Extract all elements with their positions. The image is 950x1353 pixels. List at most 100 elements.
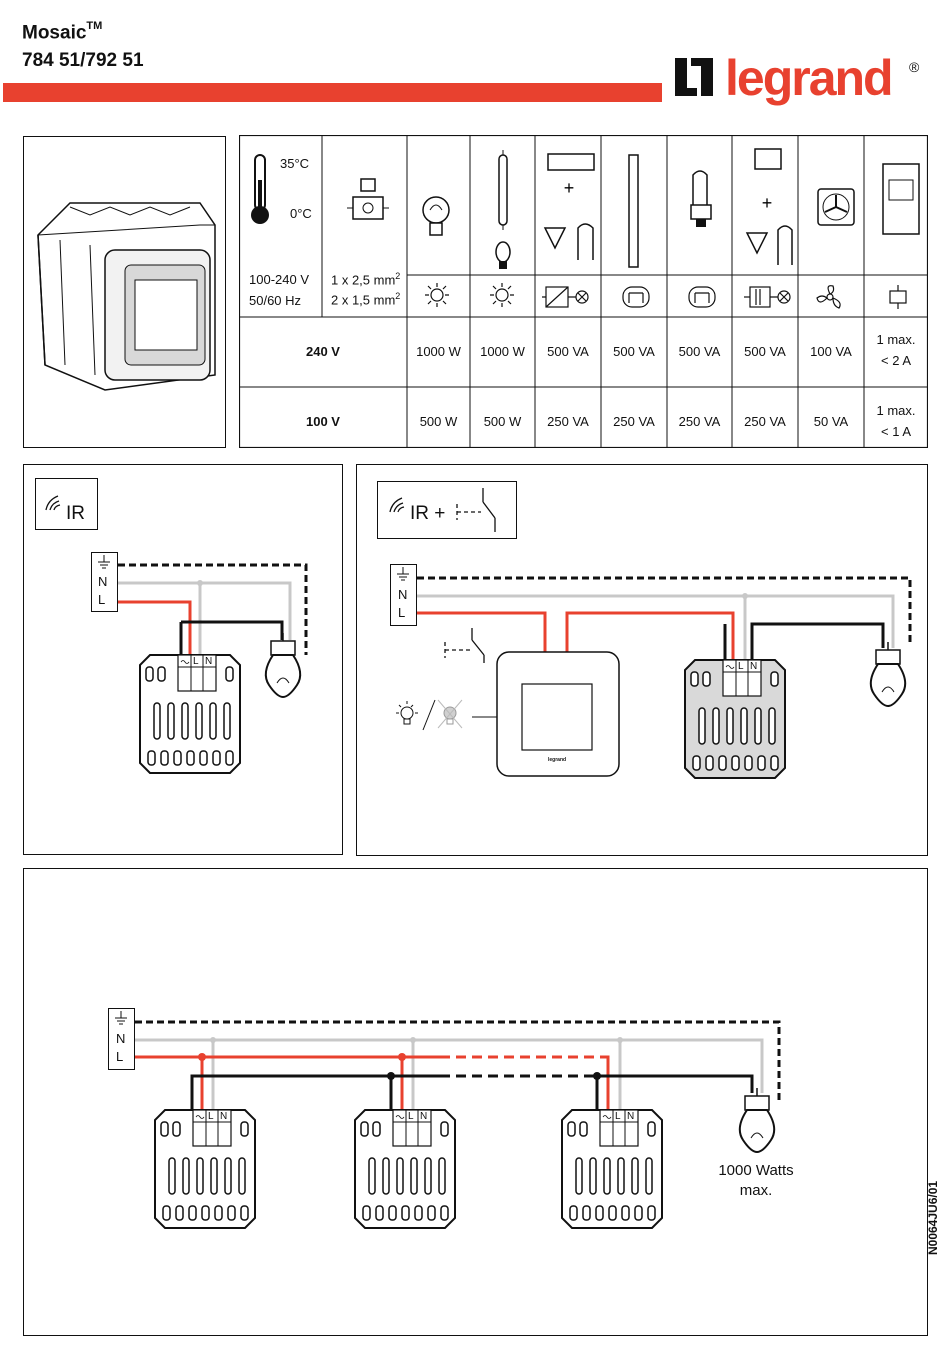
dimmer-module-1 <box>139 654 241 774</box>
load-capacity-line1: 1000 Watts <box>718 1162 794 1179</box>
svg-text:®: ® <box>909 59 920 75</box>
ir-signal-icon-2 <box>389 497 405 513</box>
supply-frequency: 50/60 Hz <box>249 293 302 308</box>
diagram-multiway-frame <box>23 868 928 1336</box>
row-100v-fluorescent: 250 VA <box>613 414 655 429</box>
product-photo-frame <box>23 136 226 448</box>
row-100v-incandescent: 500 W <box>419 414 458 429</box>
wire-terminal-block-2 <box>390 564 417 626</box>
diagram-ir-frame <box>23 464 343 855</box>
wire-capacity-1: 1 x 2,5 mm2 <box>331 271 401 288</box>
thermometer-icon <box>251 154 269 224</box>
incandescent-lamp-icon <box>422 196 450 236</box>
product-references: 784 51/792 51 <box>22 50 144 71</box>
halogen-symbol-icon <box>490 283 514 307</box>
row-100v-relay-1: 1 max. <box>876 403 916 418</box>
compact-fluorescent-symbol-icon <box>688 286 716 308</box>
load-capacity-line2: max. <box>739 1182 773 1199</box>
relay-symbol-icon <box>889 285 907 309</box>
row-240v-halogen: 1000 W <box>480 344 525 359</box>
row-240v-incandescent: 1000 W <box>416 344 461 359</box>
dimmer-4-terminal-l: L <box>408 1111 414 1122</box>
row-100v-elv-halogen: 250 VA <box>547 414 589 429</box>
row-100v-cfl: 250 VA <box>678 414 721 429</box>
electronic-transformer-icon: + <box>543 153 595 260</box>
row-240v-relay-2: < 2 A <box>881 353 911 368</box>
fluorescent-tube-icon <box>628 154 639 268</box>
dimmer-1-terminal-n: N <box>205 656 213 667</box>
temp-high: 35°C <box>280 156 310 171</box>
fluorescent-symbol-icon <box>622 286 650 308</box>
row-100v-fan: 50 VA <box>813 414 849 429</box>
row-240v-fan: 100 VA <box>810 344 852 359</box>
diagram-ir-switch-title-box <box>377 481 517 539</box>
row-240v-elv-halogen: 500 VA <box>547 344 589 359</box>
row-240v-ferro: 500 VA <box>744 344 786 359</box>
ir-signal-icon <box>45 495 61 511</box>
svg-text:+: + <box>762 193 773 213</box>
wire-label-n-1: N <box>98 574 108 589</box>
halogen-lamp-icon <box>495 150 511 269</box>
row-100v-relay-2: < 1 A <box>881 424 911 439</box>
row-100v-label: 100 V <box>306 414 340 429</box>
header-red-bar <box>3 83 662 102</box>
dimmer-1-terminal-l: L <box>193 656 199 667</box>
row-240v-label: 240 V <box>306 344 340 359</box>
dimmer-2-terminal-l: L <box>738 661 744 672</box>
row-100v-ferro: 250 VA <box>744 414 786 429</box>
temp-low: 0°C <box>290 206 312 221</box>
dimmer-4-terminal-n: N <box>420 1111 428 1122</box>
specification-table: + + <box>239 135 928 448</box>
diagram-ir-title-box <box>35 478 98 530</box>
product-illustration <box>37 202 216 391</box>
row-240v-relay-1: 1 max. <box>876 332 916 347</box>
transformer-symbol-icon <box>542 286 589 308</box>
fan-motor-icon <box>817 188 855 226</box>
wire-capacity-2: 2 x 1,5 mm2 <box>331 291 401 308</box>
product-range-title: MosaicTM <box>22 20 103 44</box>
pushbutton-symbol-icon <box>456 488 496 532</box>
wire-label-l-2: L <box>398 605 406 620</box>
wire-label-l-1: L <box>98 592 106 607</box>
wire-terminal-block-1 <box>91 552 118 612</box>
supply-voltage: 100-240 V <box>249 272 309 287</box>
dimmer-module-3 <box>154 1109 256 1229</box>
lamp-1 <box>264 632 302 698</box>
diagram-ir-title: IR <box>66 503 85 524</box>
wire-terminal-block-3 <box>108 1008 135 1070</box>
dimmer-module-2 <box>684 659 786 779</box>
lamp-symbol-icon <box>425 283 449 307</box>
wire-label-n-3: N <box>116 1031 126 1046</box>
terminal-screw-icon <box>347 178 389 220</box>
ferromagnetic-symbol-icon <box>744 286 791 308</box>
document-code: N0064JU6/01 <box>926 1180 940 1255</box>
row-240v-cfl: 500 VA <box>678 344 721 359</box>
dimmer-3-terminal-l: L <box>208 1111 214 1122</box>
dimmer-5-terminal-l: L <box>615 1111 621 1122</box>
svg-text:+: + <box>564 178 575 198</box>
dimmer-2-terminal-n: N <box>750 661 758 672</box>
dimmer-5-terminal-n: N <box>627 1111 635 1122</box>
wire-label-n-2: N <box>398 587 408 602</box>
dimmer-module-5 <box>561 1109 663 1229</box>
device-brand-mark: legrand <box>548 757 567 763</box>
compact-fluorescent-icon <box>690 170 712 227</box>
svg-text:legrand: legrand <box>725 50 892 106</box>
legrand-logo: legrand ® <box>675 50 920 106</box>
dimmer-module-4 <box>354 1109 456 1229</box>
wire-label-l-3: L <box>116 1049 124 1064</box>
row-240v-fluorescent: 500 VA <box>613 344 655 359</box>
lamp-3 <box>738 1087 776 1153</box>
dimmer-3-terminal-n: N <box>220 1111 228 1122</box>
fan-symbol-icon <box>816 285 841 309</box>
ferromagnetic-transformer-icon: + <box>745 148 793 265</box>
lamp-2 <box>869 641 907 707</box>
row-100v-halogen: 500 W <box>483 414 522 429</box>
diagram-ir-switch-title: IR + <box>410 503 446 524</box>
diagram-ir-switch-frame <box>356 464 928 856</box>
contactor-icon <box>882 163 920 235</box>
